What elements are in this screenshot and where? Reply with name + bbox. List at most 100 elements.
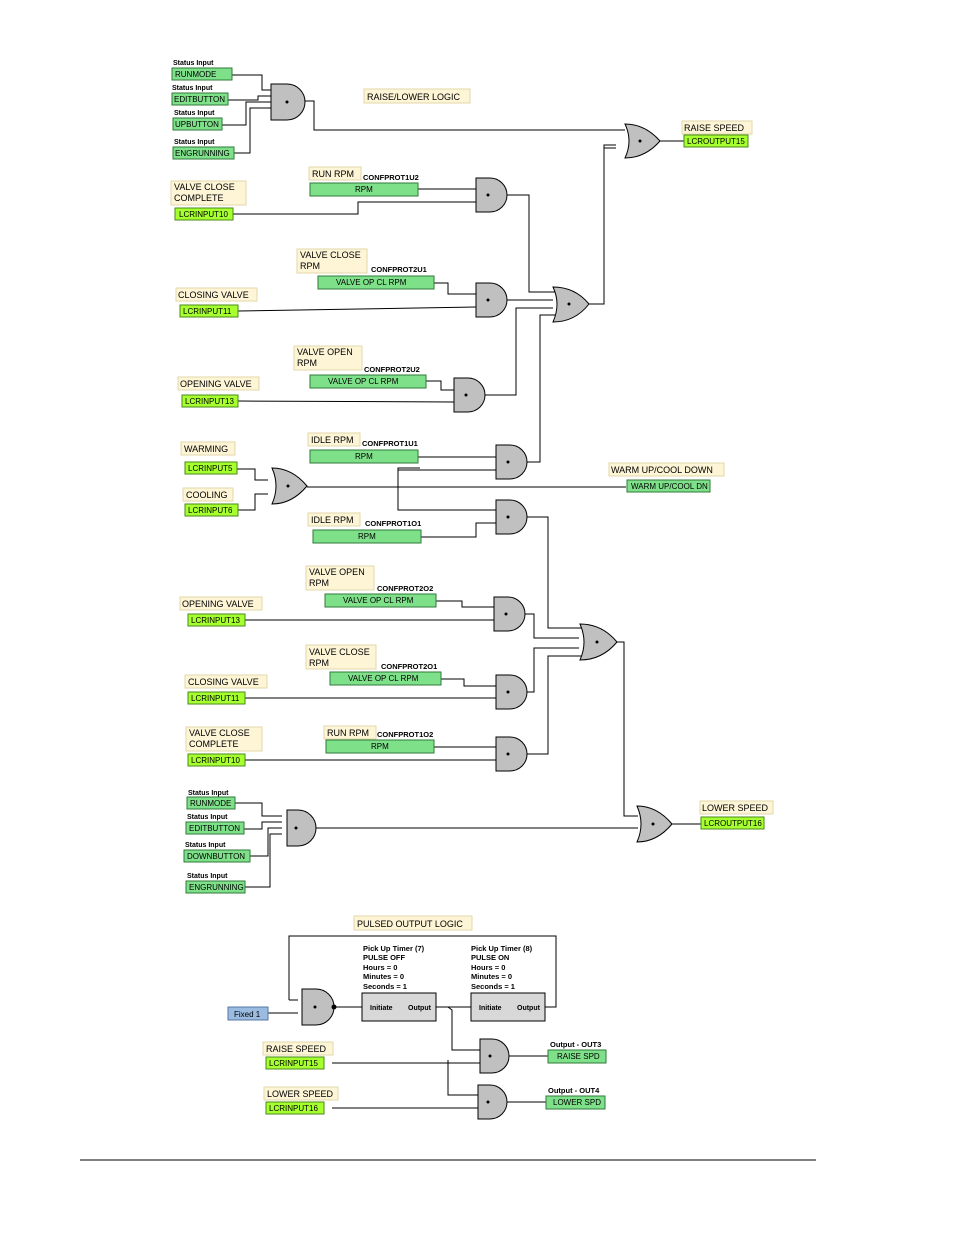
- and-gate-e: [495, 499, 528, 535]
- prot-confprot1o2: CONFPROT1O2 RPM: [325, 730, 435, 754]
- and-gate-lower-spd: [477, 1084, 508, 1120]
- svg-text:LCROUTPUT15: LCROUTPUT15: [687, 137, 745, 146]
- svg-text:CONFPROT2O2: CONFPROT2O2: [377, 584, 433, 593]
- svg-text:LCRINPUT5: LCRINPUT5: [188, 464, 233, 473]
- status-input-engrunning-1: Status Input ENGRUNNING: [172, 139, 235, 160]
- note-run-rpm-2: RUN RPM: [323, 725, 377, 740]
- svg-text:Status Input: Status Input: [174, 139, 215, 146]
- svg-text:IDLE RPM: IDLE RPM: [311, 435, 354, 445]
- svg-text:RAISE SPEED: RAISE SPEED: [266, 1044, 327, 1054]
- note-opening-valve-1: OPENING VALVE: [177, 376, 260, 391]
- svg-text:Status Input: Status Input: [187, 814, 228, 821]
- and-gate-raise-spd: [479, 1038, 510, 1074]
- status-input-engrunning-2: Status Input ENGRUNNING: [185, 873, 246, 894]
- svg-text:LCRINPUT13: LCRINPUT13: [191, 616, 240, 625]
- lcrinput6: LCRINPUT6: [184, 503, 239, 517]
- fixed-1-input: Fixed 1: [227, 1006, 269, 1021]
- svg-text:VALVE OP CL RPM: VALVE OP CL RPM: [328, 377, 399, 386]
- svg-text:LCRINPUT13: LCRINPUT13: [185, 397, 234, 406]
- svg-text:Pick Up Timer (8): Pick Up Timer (8): [471, 944, 533, 953]
- note-raise-speed: RAISE SPEED: [681, 120, 753, 135]
- and-gate-f: [493, 596, 526, 632]
- note-valve-close-complete-2: VALVE CLOSE COMPLETE: [185, 726, 263, 752]
- svg-text:EDITBUTTON: EDITBUTTON: [189, 824, 240, 833]
- svg-text:Initiate: Initiate: [370, 1005, 393, 1012]
- lcrinput15: LCRINPUT15: [265, 1056, 325, 1070]
- svg-text:EDITBUTTON: EDITBUTTON: [174, 95, 225, 104]
- svg-text:CONFPROT1O2: CONFPROT1O2: [377, 730, 433, 739]
- svg-text:LCRINPUT10: LCRINPUT10: [191, 756, 240, 765]
- svg-text:CONFPROT2O1: CONFPROT2O1: [381, 662, 437, 671]
- prot-confprot2u1: CONFPROT2U1 VALVE OP CL RPM: [317, 265, 435, 290]
- status-input-editbutton-2: Status Input EDITBUTTON: [185, 814, 245, 835]
- svg-text:RUNMODE: RUNMODE: [190, 799, 231, 808]
- pulsed-output-title: PULSED OUTPUT LOGIC: [357, 919, 463, 929]
- svg-text:WARMING: WARMING: [184, 444, 228, 454]
- svg-text:Status Input: Status Input: [173, 60, 214, 67]
- svg-text:Output: Output: [517, 1005, 541, 1012]
- note-idle-rpm-2: IDLE RPM: [307, 512, 361, 527]
- svg-text:CONFPROT2U2: CONFPROT2U2: [364, 365, 420, 374]
- note-lower-speed: LOWER SPEED: [699, 800, 774, 815]
- svg-text:Fixed 1: Fixed 1: [234, 1010, 261, 1019]
- svg-text:RPM: RPM: [297, 358, 317, 368]
- or-gate-raise: [624, 123, 661, 159]
- svg-text:CONFPROT1O1: CONFPROT1O1: [365, 519, 421, 528]
- prot-confprot2o1: CONFPROT2O1 VALVE OP CL RPM: [329, 662, 442, 686]
- and-gate-b: [475, 282, 508, 318]
- svg-text:VALVE CLOSE: VALVE CLOSE: [174, 182, 235, 192]
- note-opening-valve-2: OPENING VALVE: [179, 596, 263, 611]
- prot-confprot1u1: CONFPROT1U1 RPM: [309, 439, 419, 464]
- svg-text:Minutes = 0: Minutes = 0: [471, 972, 512, 981]
- and-gate-c: [453, 377, 486, 413]
- note-valve-open-rpm-1: VALVE OPEN RPM: [293, 345, 363, 371]
- and-gate-pulse: [301, 988, 335, 1026]
- lcrinput13-2: LCRINPUT13: [187, 613, 246, 627]
- svg-text:Hours = 0: Hours = 0: [363, 963, 397, 972]
- svg-text:LOWER SPD: LOWER SPD: [553, 1098, 601, 1107]
- note-valve-close-rpm-1: VALVE CLOSE RPM: [296, 248, 368, 274]
- svg-text:LCRINPUT15: LCRINPUT15: [269, 1059, 318, 1068]
- svg-text:LOWER SPEED: LOWER SPEED: [267, 1089, 334, 1099]
- svg-text:LCRINPUT11: LCRINPUT11: [183, 307, 232, 316]
- svg-text:PULSE ON: PULSE ON: [471, 953, 509, 962]
- svg-text:LCROUTPUT16: LCROUTPUT16: [704, 819, 762, 828]
- svg-text:LCRINPUT10: LCRINPUT10: [179, 210, 228, 219]
- status-input-editbutton-1: Status Input EDITBUTTON: [171, 85, 229, 106]
- svg-text:RPM: RPM: [355, 452, 373, 461]
- svg-text:RAISE SPEED: RAISE SPEED: [684, 123, 745, 133]
- svg-text:RPM: RPM: [371, 742, 389, 751]
- lcrinput11-2: LCRINPUT11: [187, 691, 246, 705]
- and-gate-g: [495, 674, 528, 710]
- svg-text:VALVE CLOSE: VALVE CLOSE: [300, 250, 361, 260]
- svg-text:WARM UP/COOL DN: WARM UP/COOL DN: [631, 482, 708, 491]
- svg-text:VALVE OP CL RPM: VALVE OP CL RPM: [343, 596, 414, 605]
- output-out4: Output - OUT4 LOWER SPD: [545, 1086, 606, 1110]
- lcrinput11-1: LCRINPUT11: [179, 304, 239, 318]
- svg-text:Output - OUT3: Output - OUT3: [550, 1040, 601, 1049]
- svg-text:VALVE CLOSE: VALVE CLOSE: [189, 728, 250, 738]
- lcrinput16: LCRINPUT16: [265, 1101, 325, 1115]
- svg-text:ENGRUNNING: ENGRUNNING: [175, 149, 230, 158]
- svg-text:RUN RPM: RUN RPM: [312, 169, 354, 179]
- svg-text:Status Input: Status Input: [172, 85, 213, 92]
- svg-text:RPM: RPM: [358, 532, 376, 541]
- svg-text:RPM: RPM: [355, 185, 373, 194]
- note-closing-valve-1: CLOSING VALVE: [175, 287, 258, 302]
- svg-text:RAISE SPD: RAISE SPD: [557, 1052, 600, 1061]
- lcrinput10-1: LCRINPUT10: [174, 207, 234, 221]
- pick-up-timer-8: Pick Up Timer (8) PULSE ON Hours = 0 Min…: [470, 944, 546, 1022]
- svg-text:COMPLETE: COMPLETE: [174, 193, 224, 203]
- svg-text:IDLE RPM: IDLE RPM: [311, 515, 354, 525]
- status-input-upbutton: Status Input UPBUTTON: [172, 110, 223, 131]
- svg-text:Output: Output: [408, 1005, 432, 1012]
- svg-text:LCRINPUT11: LCRINPUT11: [191, 694, 240, 703]
- note-closing-valve-2: CLOSING VALVE: [184, 674, 268, 689]
- svg-text:PULSE OFF: PULSE OFF: [363, 953, 406, 962]
- lcroutput15: LCROUTPUT15: [683, 134, 749, 148]
- svg-text:CLOSING VALVE: CLOSING VALVE: [188, 677, 259, 687]
- note-run-rpm-1: RUN RPM: [308, 166, 362, 181]
- svg-text:LCRINPUT6: LCRINPUT6: [188, 506, 233, 515]
- svg-text:ENGRUNNING: ENGRUNNING: [189, 883, 244, 892]
